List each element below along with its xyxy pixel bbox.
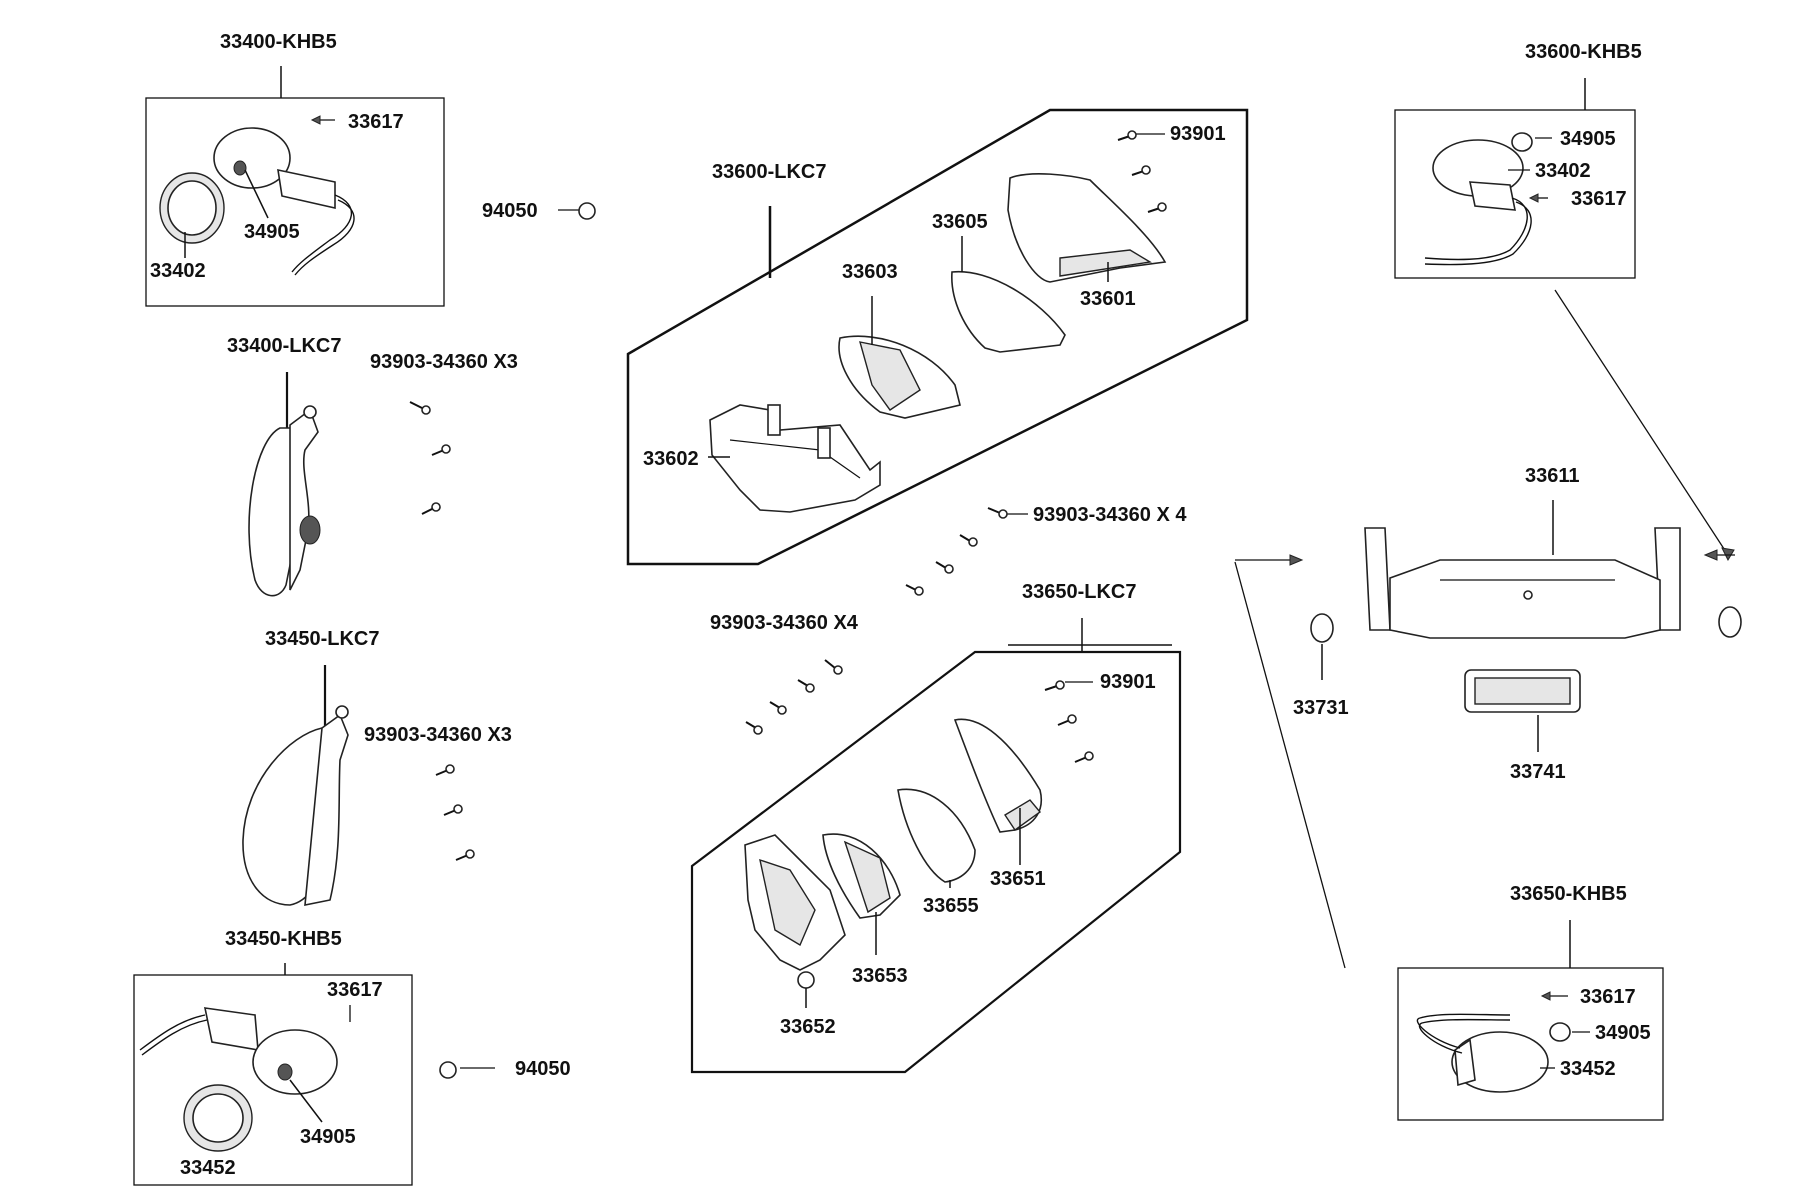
label-34905-a: 34905 — [244, 221, 300, 243]
screw-icon — [905, 507, 1008, 596]
reflector-round-icon — [1718, 606, 1742, 638]
label-33617-d: 33617 — [1580, 986, 1636, 1008]
screws-93903-x4-b: 93903-34360 X4 — [710, 612, 859, 735]
screw-icon — [745, 659, 843, 735]
group-33400-khb5: 33400-KHB5 33617 34905 33402 — [145, 31, 445, 307]
turn-signal-assembly-icon — [1424, 132, 1533, 266]
nut-icon — [439, 1061, 457, 1079]
label-93903-x3-b: 93903-34360 X3 — [364, 724, 512, 746]
label-93903-x4-b: 93903-34360 X4 — [710, 612, 859, 634]
label-33402-a: 33402 — [150, 260, 206, 282]
group-33400-lkc7: 33400-LKC7 93903-34360 X3 — [227, 335, 518, 597]
label-34905-d: 34905 — [1595, 1022, 1651, 1044]
group-33650-khb5: 33650-KHB5 33617 34905 33452 — [1397, 883, 1664, 1121]
label-93903-x3-a: 93903-34360 X3 — [370, 351, 518, 373]
label-33617-a: 33617 — [348, 111, 404, 133]
led-board-33603-icon — [838, 335, 961, 419]
label-34905-b: 34905 — [300, 1126, 356, 1148]
label-94050-top: 94050 — [482, 200, 538, 222]
reflector-round-icon — [1310, 613, 1334, 643]
label-93903-x4-a: 93903-34360 X 4 — [1033, 504, 1187, 526]
label-33617-c: 33617 — [1571, 188, 1627, 210]
tail-lens-33651-icon — [953, 718, 1042, 833]
label-33450-lkc7: 33450-LKC7 — [265, 628, 380, 650]
label-33652: 33652 — [780, 1016, 836, 1038]
led-board-33653-icon — [822, 833, 901, 919]
group-box-33650-lkc7 — [690, 650, 1182, 1074]
turn-signal-assembly-icon — [139, 1007, 338, 1152]
group-33450-lkc7: 33450-LKC7 93903-34360 X3 — [242, 628, 512, 906]
reflector-33655-icon — [897, 788, 976, 883]
group-box-33650-khb5 — [1397, 967, 1664, 1121]
label-33731: 33731 — [1293, 697, 1349, 719]
group-33450-khb5: 33450-KHB5 33617 34905 33452 — [133, 928, 413, 1186]
nut-94050-bottom: 94050 — [439, 1058, 571, 1080]
label-93901-a: 93901 — [1170, 123, 1226, 145]
label-33651: 33651 — [990, 868, 1046, 890]
rear-turn-signal-lens-icon — [242, 705, 349, 906]
label-33600-khb5: 33600-KHB5 — [1525, 41, 1642, 63]
bracket-33611: 33611 — [1364, 465, 1681, 639]
label-33605: 33605 — [932, 211, 988, 233]
turn-signal-assembly-icon — [159, 127, 355, 276]
label-93901-b: 93901 — [1100, 671, 1156, 693]
group-box-33450-khb5 — [133, 974, 413, 1186]
label-33650-khb5: 33650-KHB5 — [1510, 883, 1627, 905]
group-box-33600-lkc7 — [626, 108, 1249, 566]
label-33741: 33741 — [1510, 761, 1566, 783]
front-turn-signal-lens-icon — [248, 405, 321, 597]
screw-icon — [1117, 130, 1167, 213]
screw-icon — [409, 401, 451, 515]
label-33603: 33603 — [842, 261, 898, 283]
label-34905-c: 34905 — [1560, 128, 1616, 150]
label-33452-d: 33452 — [1560, 1058, 1616, 1080]
label-33400-lkc7: 33400-LKC7 — [227, 335, 342, 357]
group-33600-lkc7: 33600-LKC7 93901 33601 33605 33603 — [626, 108, 1249, 566]
label-33602: 33602 — [643, 448, 699, 470]
label-33601: 33601 — [1080, 288, 1136, 310]
label-94050-bottom: 94050 — [515, 1058, 571, 1080]
label-33600-lkc7: 33600-LKC7 — [712, 161, 827, 183]
plate-light-33741: 33741 — [1464, 669, 1581, 783]
group-box-33600-khb5 — [1394, 109, 1636, 279]
label-33400-khb5: 33400-KHB5 — [220, 31, 337, 53]
label-33650-lkc7: 33650-LKC7 — [1022, 581, 1137, 603]
housing-33652-icon — [744, 834, 846, 989]
label-33452-a: 33452 — [180, 1157, 236, 1179]
reflector-33731: 33731 — [1293, 613, 1349, 719]
screws-93903-x4-a: 93903-34360 X 4 — [905, 504, 1187, 596]
label-33450-khb5: 33450-KHB5 — [225, 928, 342, 950]
label-33402-c: 33402 — [1535, 160, 1591, 182]
nut-icon — [578, 202, 596, 220]
tail-lens-33601-icon — [1007, 173, 1167, 283]
nut-94050-top: 94050 — [482, 200, 596, 222]
label-33611: 33611 — [1525, 465, 1580, 487]
screw-icon — [1044, 680, 1094, 763]
label-33653: 33653 — [852, 965, 908, 987]
group-box-33400-khb5 — [145, 97, 445, 307]
group-33650-lkc7: 33650-LKC7 93901 33651 33655 33653 — [690, 581, 1182, 1074]
housing-33602-icon — [709, 404, 881, 513]
label-33617-b: 33617 — [327, 979, 383, 1001]
reflector-33605-icon — [951, 270, 1066, 353]
screw-icon — [435, 764, 475, 861]
label-33655: 33655 — [923, 895, 979, 917]
group-33600-khb5: 33600-KHB5 34905 33402 33617 — [1394, 41, 1642, 279]
license-bracket-icon — [1364, 527, 1681, 639]
turn-signal-assembly-icon — [1416, 1013, 1571, 1093]
